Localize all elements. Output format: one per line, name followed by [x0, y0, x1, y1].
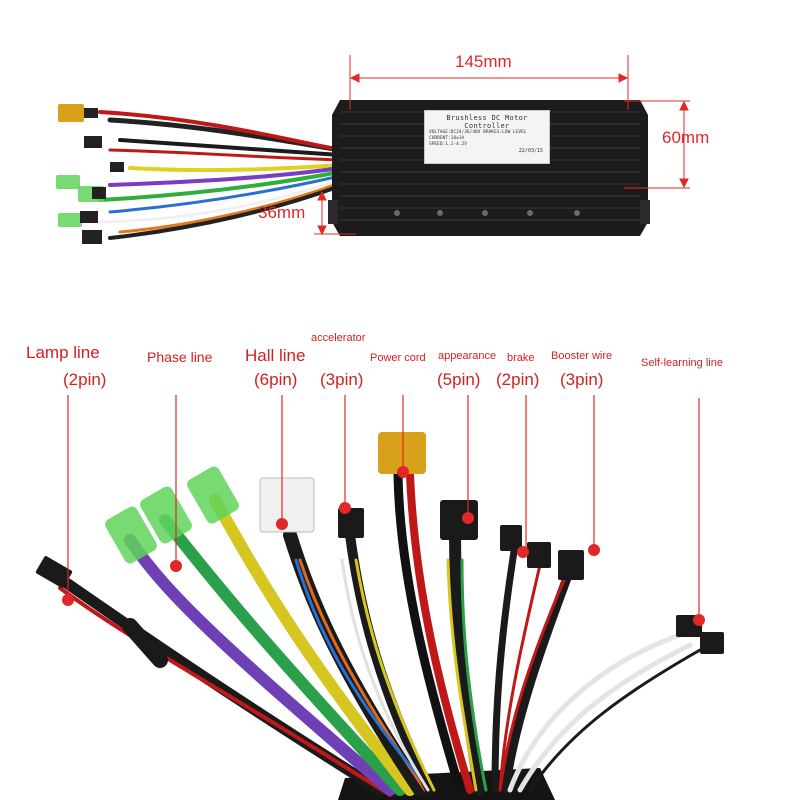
dimension-lines	[314, 55, 690, 236]
booster-wire	[500, 565, 575, 795]
booster-connector	[558, 550, 584, 580]
top-wire-bundle	[98, 110, 343, 240]
label-lamp-pin: (2pin)	[63, 370, 107, 389]
label-booster-pin: (3pin)	[560, 370, 604, 389]
phase-wire-green	[159, 514, 406, 796]
phase-connector-2	[140, 486, 192, 544]
self-learning-wire	[507, 632, 683, 793]
controller-label-sticker: Brushless DC Motor Controller VOLTAGE:DC…	[424, 110, 550, 164]
label-booster-name: Booster wire	[551, 350, 613, 362]
callouts	[62, 395, 705, 626]
lamp-dot	[62, 594, 74, 606]
hall-connector	[259, 477, 315, 533]
sticker-speed: SPEED:1.1-4.2V	[429, 142, 467, 147]
connectors	[35, 432, 724, 654]
label-accelerator-name: accelerator	[311, 332, 366, 344]
booster-dot	[588, 544, 600, 556]
sticker-voltage: VOLTAGE:DC24/36/48V BRAKES:LOW LEVEL	[429, 130, 527, 135]
phase-connector-3	[187, 466, 239, 524]
brake-wire	[491, 541, 519, 794]
power-cord-red	[406, 471, 474, 794]
label-power-name: Power cord	[370, 352, 426, 364]
power-connector	[378, 432, 426, 474]
label-brake-name: brake	[507, 352, 535, 364]
phase-wire-yellow	[209, 494, 416, 796]
power-cord-black	[393, 470, 465, 795]
label-accelerator-pin: (3pin)	[320, 370, 364, 389]
accelerator-connector	[338, 508, 364, 538]
dimension-height: 60mm	[662, 128, 710, 147]
label-self-learning-name: Self-learning line	[641, 357, 723, 369]
phase-wire-purple	[124, 534, 396, 796]
hall-wire	[283, 528, 427, 797]
phase-dot	[170, 560, 182, 572]
dimension-width: 36mm	[258, 203, 306, 222]
label-hall-pin: (6pin)	[254, 370, 298, 389]
hall-dot	[276, 518, 288, 530]
label-appearance-pin: (5pin)	[437, 370, 481, 389]
label-brake-pin: (2pin)	[496, 370, 540, 389]
appearance-dot	[462, 512, 474, 524]
label-hall-name: Hall line	[245, 346, 306, 365]
label-appearance-name: appearance	[438, 350, 497, 362]
brake-connector-2	[527, 542, 551, 568]
sticker-title: Brushless DC Motor Controller	[446, 114, 528, 130]
label-lamp-name: Lamp line	[26, 343, 100, 362]
sticker-current: CURRENT:18±1A	[429, 136, 465, 141]
top-connectors	[56, 104, 124, 244]
dimension-length: 145mm	[455, 52, 512, 71]
brake-connector-1	[500, 525, 522, 551]
lamp-connector	[35, 556, 73, 588]
accelerator-wire	[345, 530, 435, 795]
self-learning-dot	[693, 614, 705, 626]
power-dot	[397, 466, 409, 478]
label-phase-name: Phase line	[147, 349, 213, 365]
sticker-date: 22/03/15	[518, 148, 543, 154]
self-learning-connector-2	[700, 632, 724, 654]
controller-top-view	[56, 55, 690, 244]
appearance-wire	[449, 529, 486, 796]
wire-harness	[49, 470, 702, 800]
brake-dot	[517, 546, 529, 558]
phase-connector-1	[105, 506, 157, 564]
accelerator-dot	[339, 502, 351, 514]
